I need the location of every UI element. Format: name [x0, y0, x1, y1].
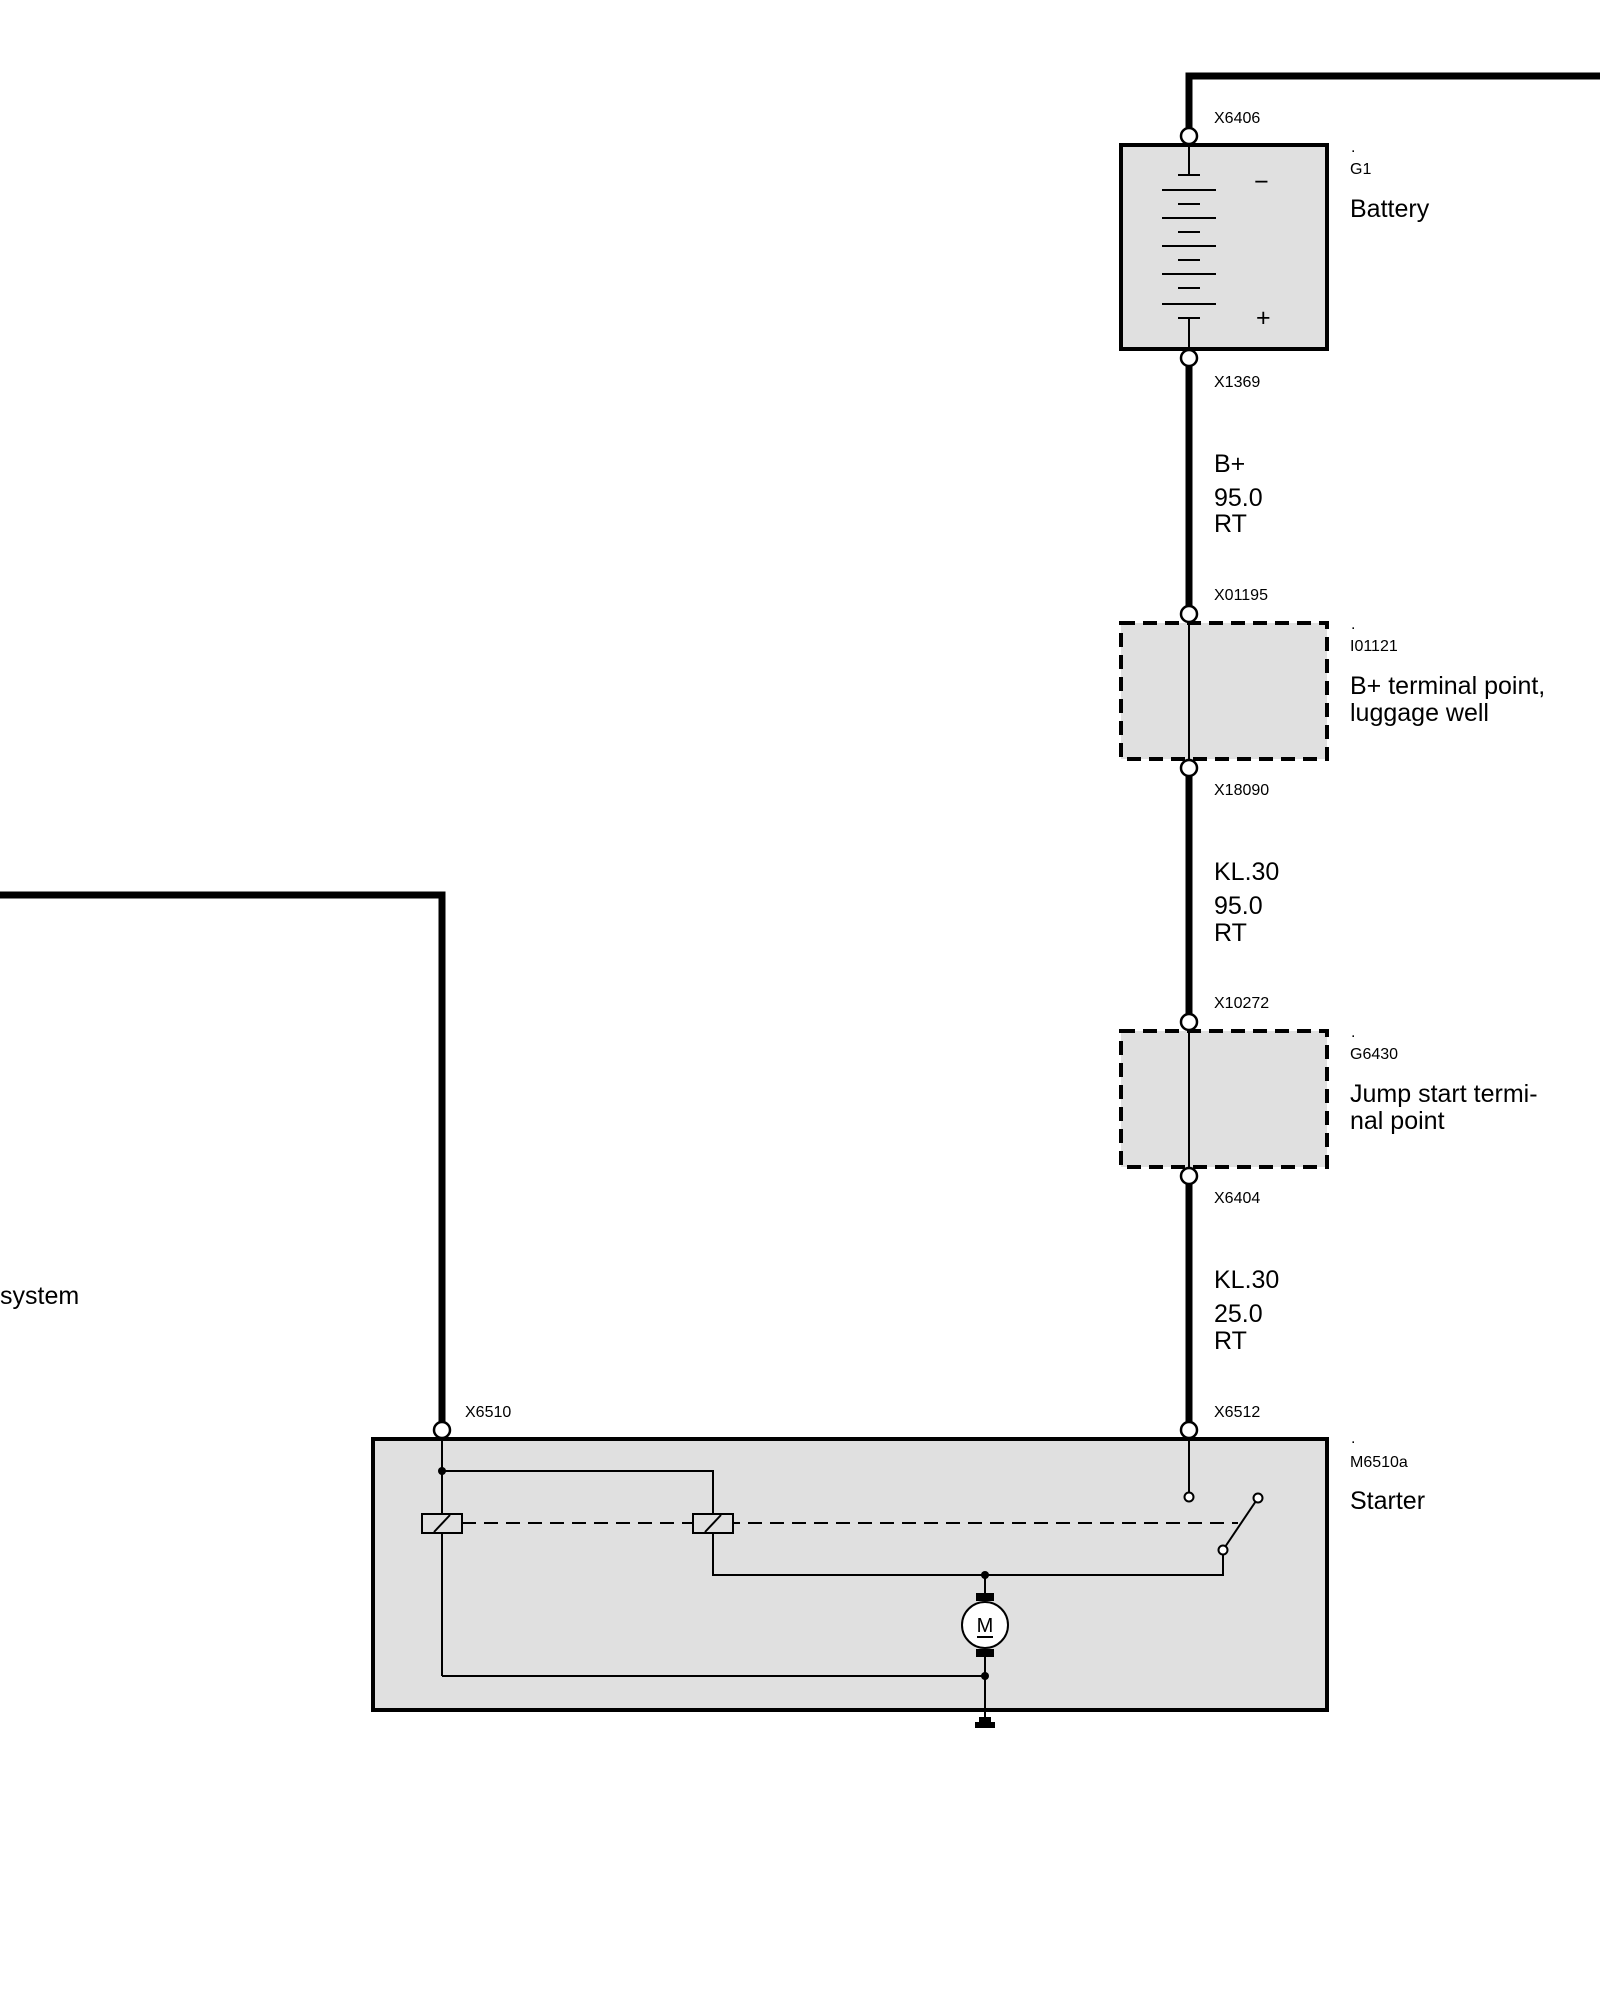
starter-internal-wiring: [441, 1439, 1259, 1710]
battery-box: [1119, 143, 1329, 351]
b-plus-terminal-component: . I01121 B+ terminal point, luggage well: [1119, 616, 1545, 761]
battery-dot: .: [1351, 139, 1355, 156]
wire1-gauge: 95.0: [1214, 484, 1263, 512]
wire2-gauge: 95.0: [1214, 892, 1263, 920]
connector-x01195: X01195: [1214, 587, 1268, 604]
wire-left-feed: [0, 891, 446, 1430]
switch-contact-fixed: [1183, 1491, 1195, 1503]
relay-coil-right-icon: [692, 1513, 734, 1534]
jump-start-dot: .: [1351, 1024, 1355, 1041]
wire3-signal: KL.30: [1214, 1266, 1279, 1294]
pin-x01195: [1179, 604, 1199, 624]
connector-x6510: X6510: [465, 1404, 511, 1421]
wire1-signal: B+: [1214, 450, 1245, 478]
connector-x6404: X6404: [1214, 1190, 1260, 1207]
b-plus-terminal-box: [1119, 621, 1329, 761]
wire1-color: RT: [1214, 510, 1247, 538]
battery-minus-sign: −: [1254, 168, 1269, 196]
motor-label: M: [977, 1615, 994, 1637]
junction-dot: [438, 1467, 446, 1475]
starter-id: M6510a: [1350, 1454, 1408, 1471]
starter-component: M . M6510a Starter: [371, 1430, 1425, 1728]
pin-x10272: [1179, 1012, 1199, 1032]
jump-start-name-line2: nal point: [1350, 1107, 1445, 1135]
pin-x18090: [1179, 758, 1199, 778]
wire-top-feed: [1185, 72, 1600, 136]
wire3-color: RT: [1214, 1327, 1247, 1355]
pin-x1369: [1179, 348, 1199, 368]
connector-x18090: X18090: [1214, 782, 1269, 799]
pin-x6406: [1179, 126, 1199, 146]
jump-start-id: G6430: [1350, 1046, 1398, 1063]
wire2-signal: KL.30: [1214, 858, 1279, 886]
battery-name: Battery: [1350, 195, 1430, 223]
wire2-color: RT: [1214, 919, 1247, 947]
battery-cells-icon: [1162, 145, 1216, 349]
junction-dot: [981, 1672, 989, 1680]
b-plus-terminal-name-line2: luggage well: [1350, 699, 1489, 727]
junction-dot: [981, 1571, 989, 1579]
battery-id: G1: [1350, 161, 1371, 178]
relay-coil-left-icon: [421, 1513, 463, 1534]
battery-plus-sign: +: [1256, 304, 1271, 332]
connector-x1369: X1369: [1214, 374, 1260, 391]
switch-contact-pivot: [1217, 1544, 1229, 1556]
connector-x10272: X10272: [1214, 995, 1269, 1012]
wire3-gauge: 25.0: [1214, 1300, 1263, 1328]
ground-icon: [975, 1710, 995, 1728]
connector-x6512: X6512: [1214, 1404, 1260, 1421]
b-plus-terminal-name-line1: B+ terminal point,: [1350, 672, 1545, 700]
pin-x6512: [1179, 1420, 1199, 1440]
jump-start-name-line1: Jump start termi-: [1350, 1080, 1538, 1108]
pin-x6404: [1179, 1166, 1199, 1186]
b-plus-terminal-dot: .: [1351, 616, 1355, 633]
pin-x6510: [432, 1420, 452, 1440]
connector-x6406: X6406: [1214, 110, 1260, 127]
battery-component: − + . G1 Battery: [1119, 139, 1430, 351]
motor-icon: M: [961, 1593, 1009, 1657]
starter-name: Starter: [1350, 1487, 1425, 1515]
left-component-name-fragment: system: [0, 1282, 79, 1310]
switch-contact-tip: [1252, 1492, 1264, 1504]
jump-start-component: . G6430 Jump start termi- nal point: [1119, 1024, 1538, 1169]
starter-dot: .: [1351, 1430, 1355, 1447]
b-plus-terminal-id: I01121: [1350, 638, 1398, 655]
jump-start-box: [1119, 1029, 1329, 1169]
